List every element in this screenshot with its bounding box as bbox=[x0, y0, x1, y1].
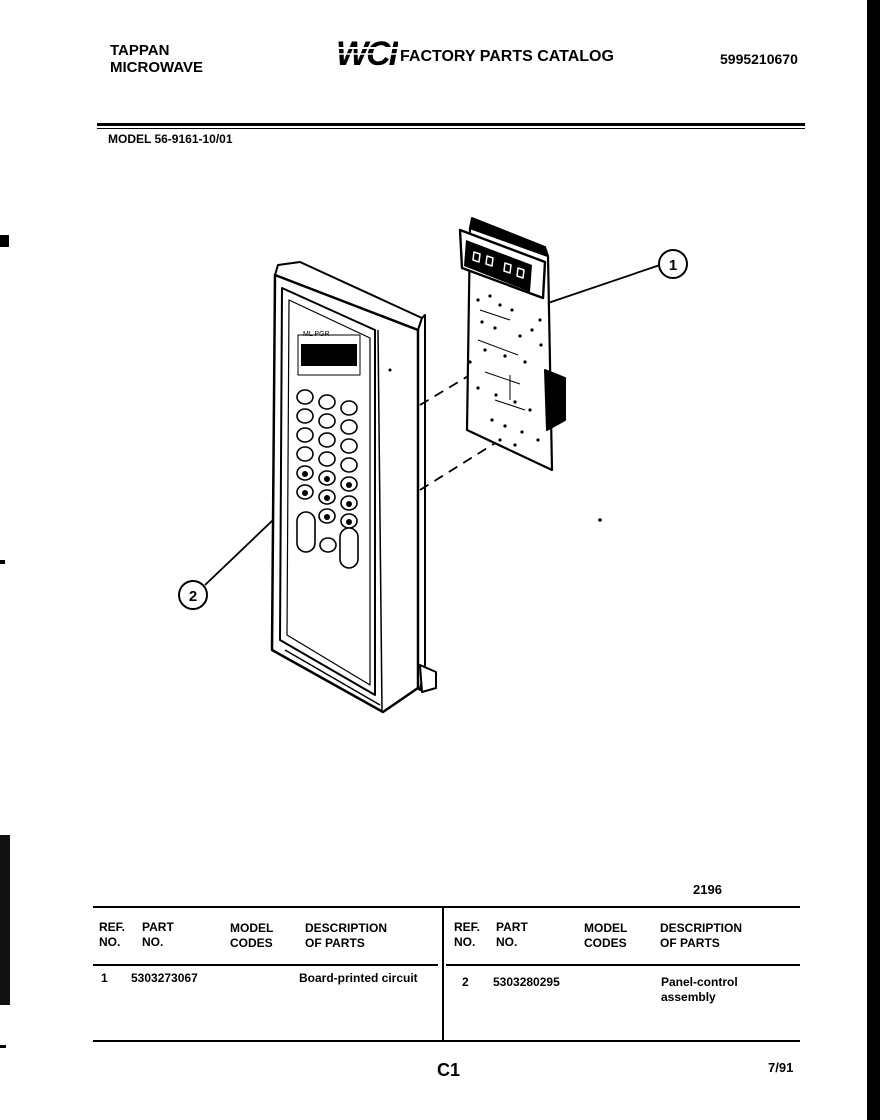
page-code: C1 bbox=[437, 1060, 461, 1080]
table-column-divider bbox=[442, 908, 444, 1040]
row-2-ref: 2 bbox=[462, 975, 469, 989]
row-1-description: Board-printed circuit bbox=[299, 971, 418, 985]
revision-date: 7/91 bbox=[768, 1060, 794, 1075]
header-ref-no: REF.NO. bbox=[99, 920, 126, 949]
product-type: MICROWAVE bbox=[110, 59, 204, 76]
header-rule-thin bbox=[97, 128, 805, 129]
scan-edge-left bbox=[0, 235, 10, 1048]
catalog-title: FACTORY PARTS CATALOG bbox=[400, 48, 614, 65]
callout-2: 2 bbox=[189, 588, 197, 605]
svg-text:ML PGR: ML PGR bbox=[303, 331, 330, 338]
row-1-ref: 1 bbox=[101, 971, 108, 985]
callout-1: 1 bbox=[669, 257, 677, 274]
row-2-part-number: 5303280295 bbox=[493, 975, 560, 989]
row-1-part-number: 5303273067 bbox=[131, 971, 198, 985]
model-number: MODEL 56-9161-10/01 bbox=[108, 132, 233, 146]
circuit-board-drawing bbox=[458, 217, 566, 472]
wci-logo: WCI bbox=[334, 35, 398, 70]
brand-name: TAPPAN bbox=[110, 42, 170, 59]
table-header-rule-right bbox=[446, 964, 800, 966]
table-header-rule-left bbox=[93, 964, 438, 966]
brand-block: TAPPAN MICROWAVE bbox=[110, 42, 203, 76]
header-ref-no: REF.NO. bbox=[454, 920, 481, 949]
logo-text: WCI bbox=[336, 35, 398, 70]
parts-diagram: ML PGR bbox=[178, 217, 688, 714]
figure-number: 2196 bbox=[693, 882, 722, 897]
header-rule bbox=[97, 123, 805, 126]
control-panel-drawing: ML PGR bbox=[270, 261, 602, 714]
document-number: 5995210670 bbox=[720, 51, 798, 67]
scan-edge-right bbox=[867, 0, 880, 1120]
